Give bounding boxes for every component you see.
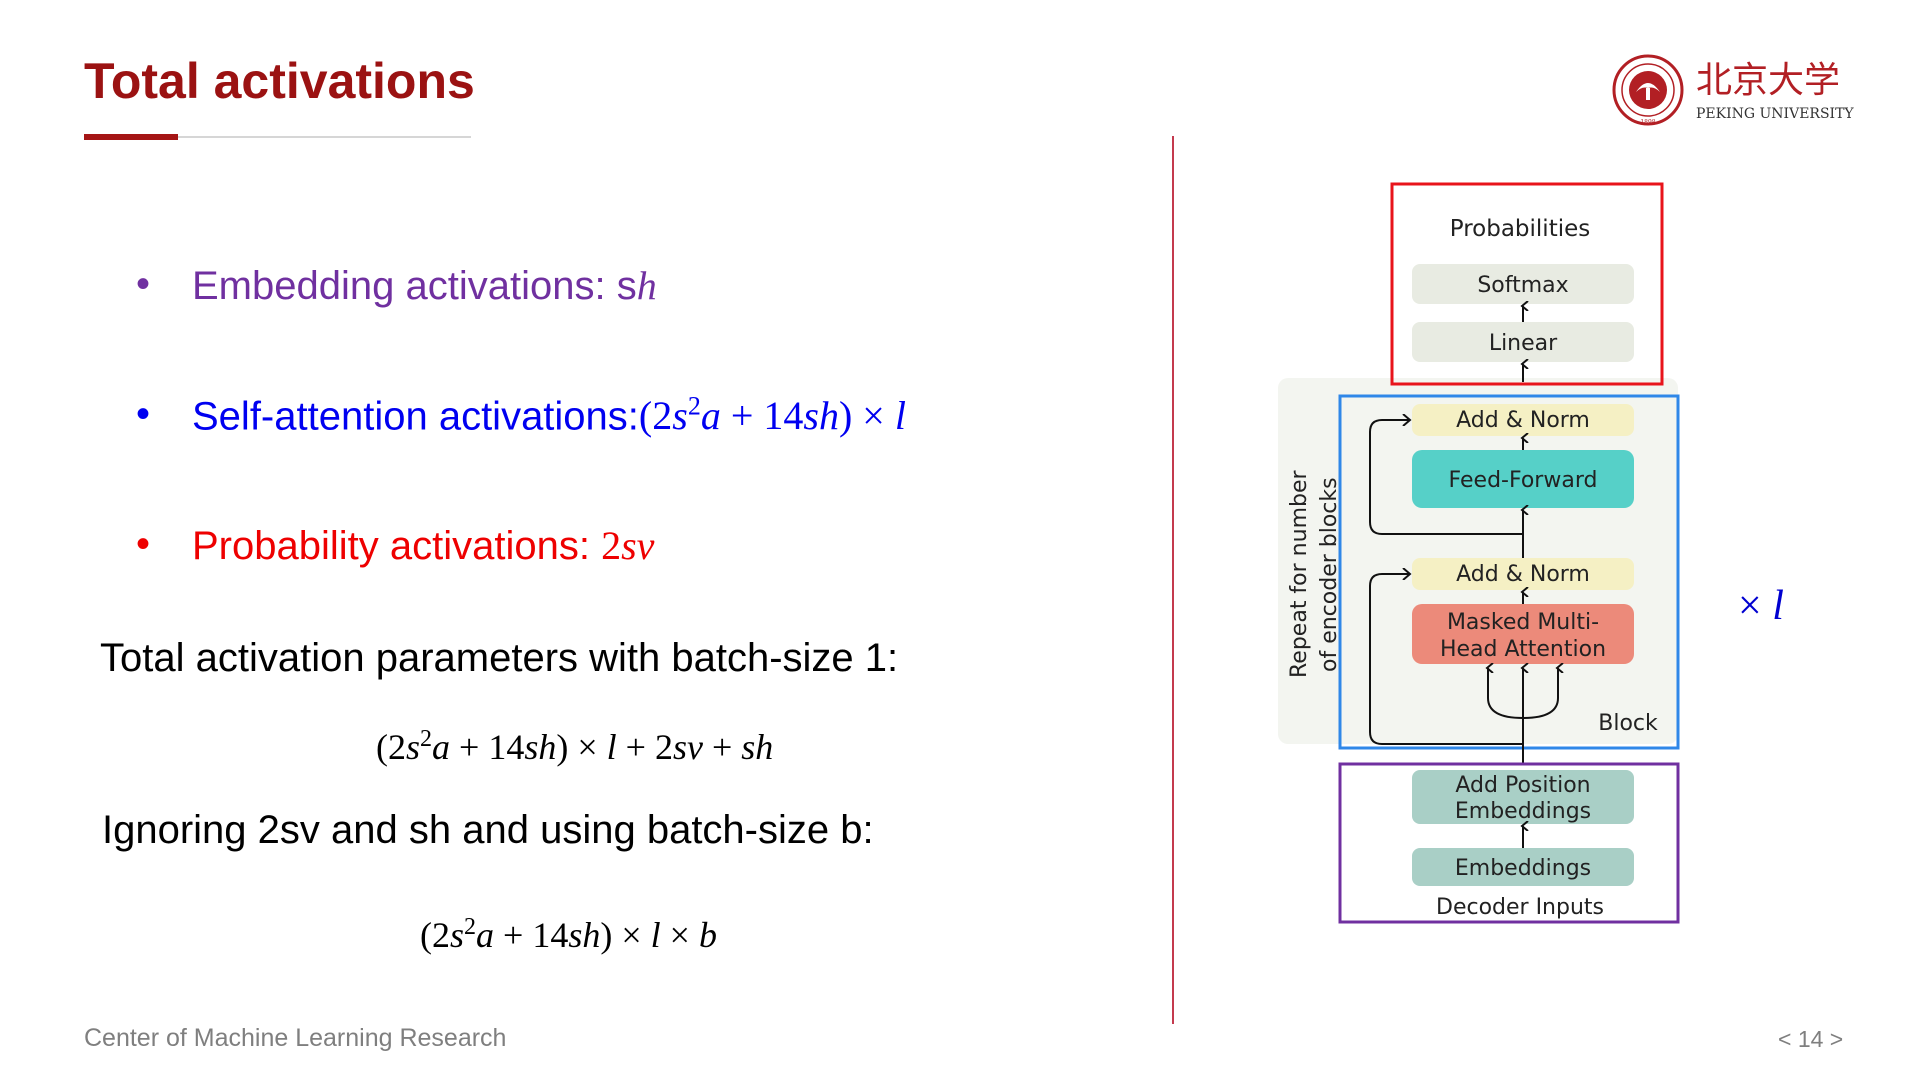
bullet-marker: • (136, 262, 151, 306)
linear-block (1412, 322, 1634, 362)
add-position-embeddings-block (1412, 770, 1634, 824)
add-norm-bottom-block (1412, 558, 1634, 590)
add-position-label-line2: Embeddings (1455, 799, 1591, 824)
equation-batch-size-1: (2s2a + 14sh) × l + 2sv + sh (376, 726, 774, 767)
slide-title: Total activations (84, 53, 475, 109)
add-norm-bottom-label: Add & Norm (1456, 562, 1590, 587)
input-embedding-box (1338, 762, 1680, 924)
arrow-key-input (1488, 668, 1524, 719)
bullet-label: Probability activations: (192, 524, 602, 568)
embeddings-block (1412, 848, 1634, 886)
peking-university-logo: 1898 北京大学 PEKING UNIVERSITY (1612, 54, 1854, 126)
repeat-label-line1: Repeat for number (1287, 470, 1312, 678)
footer-organization: Center of Machine Learning Research (84, 1024, 507, 1052)
linear-label: Linear (1489, 331, 1558, 356)
add-position-label-line1: Add Position (1455, 773, 1590, 798)
logo-chinese-name: 北京大学 (1696, 60, 1840, 101)
residual-connection-top (1369, 420, 1523, 535)
bullet-label: Self-attention activations: (192, 394, 639, 439)
feed-forward-label: Feed-Forward (1449, 468, 1598, 493)
masked-attention-label-line2: Head Attention (1440, 637, 1606, 662)
add-norm-top-block (1412, 404, 1634, 436)
bullet-label: Embedding activations: s (192, 264, 637, 308)
university-seal-icon: 1898 (1612, 54, 1684, 126)
residual-connection-bottom (1369, 574, 1523, 745)
masked-attention-label-line1: Masked Multi- (1447, 610, 1599, 635)
arrow-value-input (1522, 668, 1558, 719)
softmax-block (1412, 264, 1634, 304)
title-underline (84, 136, 471, 138)
ignoring-text: Ignoring 2sv and sh and using batch-size… (102, 808, 874, 852)
repeat-label-line2: of encoder blocks (1317, 477, 1342, 672)
feed-forward-block (1412, 450, 1634, 508)
equation-batch-size-b: (2s2a + 14sh) × l × b (420, 914, 717, 955)
svg-text:1898: 1898 (1640, 119, 1655, 126)
masked-attention-block (1412, 604, 1634, 664)
embeddings-label: Embeddings (1455, 856, 1591, 881)
softmax-label: Softmax (1477, 273, 1568, 298)
layer-multiplier: × l (1738, 583, 1784, 629)
decoder-block-box (1338, 394, 1680, 750)
bullet-marker: • (136, 392, 151, 436)
transformer-decoder-diagram: Repeat for number of encoder blocks Prob… (1278, 182, 1680, 924)
block-label: Block (1598, 711, 1658, 736)
vertical-divider (1172, 136, 1174, 1024)
decoder-inputs-label: Decoder Inputs (1436, 895, 1604, 920)
probabilities-label: Probabilities (1450, 216, 1591, 242)
math-var-h: h (636, 263, 657, 308)
page-number: < 14 > (1778, 1026, 1844, 1052)
logo-english-name: PEKING UNIVERSITY (1696, 106, 1854, 122)
add-norm-top-label: Add & Norm (1456, 408, 1590, 433)
bullet-marker: • (136, 522, 151, 566)
title-accent-bar (84, 134, 178, 140)
output-head-box (1390, 182, 1664, 386)
total-activation-text: Total activation parameters with batch-s… (100, 636, 899, 680)
